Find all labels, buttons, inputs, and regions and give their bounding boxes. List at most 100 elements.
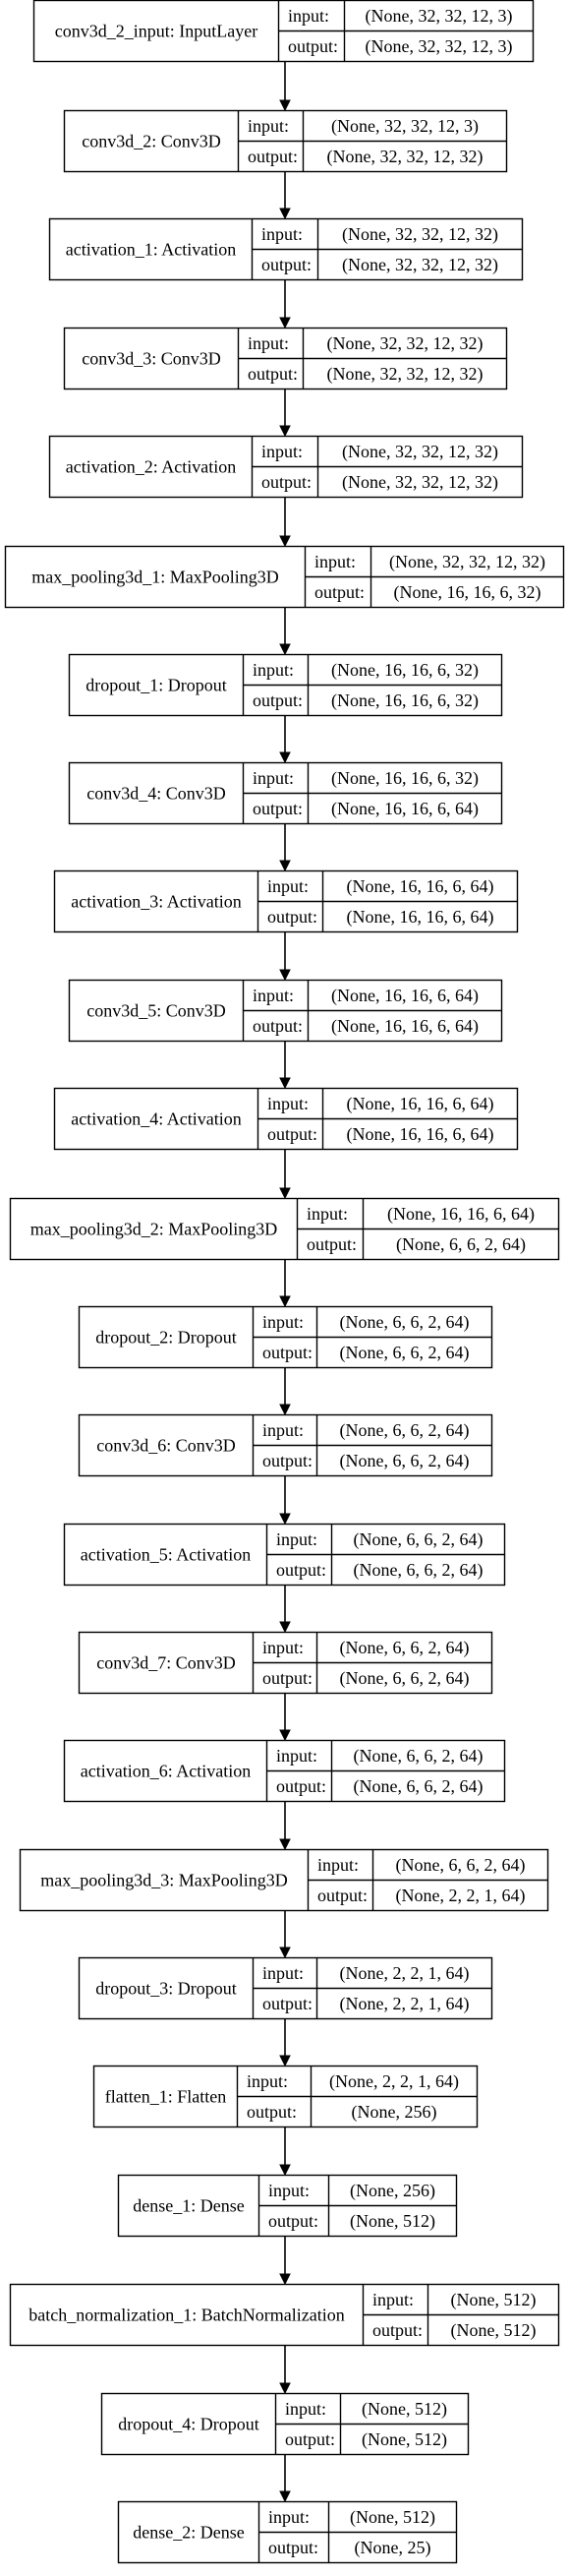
layer-name: dropout_4: Dropout — [118, 2415, 259, 2434]
layer-node: max_pooling3d_3: MaxPooling3Dinput:outpu… — [19, 1848, 549, 1912]
input-shape: (None, 6, 6, 2, 64) — [340, 1638, 470, 1658]
output-label: output: — [262, 1994, 313, 2013]
layer-node: max_pooling3d_1: MaxPooling3D input: outpu… — [4, 545, 565, 609]
layer-name: batch_normalization_1: BatchNormalizatio… — [28, 2306, 344, 2325]
input-shape: (None, 2, 2, 1, 64) — [329, 2071, 459, 2092]
arrow-head — [279, 535, 291, 548]
layer-name: conv3d_3: Conv3D — [82, 349, 221, 369]
input-label: input: — [253, 660, 294, 680]
output-label: output: — [314, 582, 365, 602]
output-shape: (None, 32, 32, 12, 32) — [342, 255, 498, 275]
layer-name: conv3d_6: Conv3D — [96, 1436, 236, 1456]
layer-name: dense_1: Dense — [133, 2196, 244, 2216]
input-shape: (None, 16, 16, 6, 32) — [331, 660, 479, 681]
input-shape: (None, 16, 16, 6, 32) — [331, 768, 479, 789]
layer-name: activation_1: Activation — [66, 240, 236, 260]
input-shape: (None, 6, 6, 2, 64) — [354, 1746, 484, 1767]
layer-name: dropout_2: Dropout — [95, 1328, 237, 1348]
input-label: input: — [253, 986, 294, 1005]
layer-name: max_pooling3d_1: MaxPooling3D — [31, 568, 279, 587]
input-shape: (None, 512) — [362, 2399, 447, 2420]
layer-node: conv3d_6: Conv3D input: output: (None, 6, 6… — [78, 1413, 493, 1477]
input-shape: (None, 6, 6, 2, 64) — [340, 1420, 470, 1441]
input-shape: (None, 16, 16, 6, 64) — [387, 1204, 535, 1225]
layer-name: conv3d_7: Conv3D — [96, 1653, 236, 1673]
output-label: output: — [262, 1451, 313, 1470]
input-label: input: — [261, 224, 303, 244]
layer-name: dense_2: Dense — [133, 2523, 244, 2543]
output-shape: (None, 16, 16, 6, 64) — [347, 1124, 494, 1145]
output-label: output: — [247, 2102, 297, 2122]
layer-box — [4, 545, 565, 609]
output-shape: (None, 6, 6, 2, 64) — [340, 1343, 470, 1363]
layer-name: dropout_1: Dropout — [85, 676, 227, 695]
layer-name: conv3d_4: Conv3D — [86, 784, 226, 804]
arrow-head — [279, 1621, 291, 1634]
layer-name: conv3d_5: Conv3D — [86, 1001, 226, 1021]
arrow-head — [279, 317, 291, 329]
arrow-head — [279, 1838, 291, 1851]
output-shape: (None, 32, 32, 12, 32) — [327, 364, 484, 385]
layer-node: batch_normalization_1: BatchNormalizatio… — [9, 2283, 560, 2347]
arrow-head — [279, 1404, 291, 1416]
input-label: input: — [262, 1638, 304, 1657]
output-shape: (None, 16, 16, 6, 64) — [347, 907, 494, 928]
layer-name: activation_3: Activation — [71, 892, 241, 912]
layer-node: activation_3: Activationinput:output:(No… — [53, 869, 519, 933]
input-shape: (None, 32, 32, 12, 32) — [327, 333, 484, 354]
output-shape: (None, 512) — [362, 2429, 447, 2450]
layer-name: activation_2: Activation — [66, 457, 236, 477]
input-label: input: — [288, 6, 329, 26]
output-shape: (None, 6, 6, 2, 64) — [396, 1234, 526, 1255]
output-label: output: — [268, 2538, 318, 2557]
output-shape: (None, 16, 16, 6, 32) — [331, 690, 479, 711]
arrow-head — [279, 2490, 291, 2503]
output-shape: (None, 32, 32, 12, 32) — [327, 147, 484, 167]
layer-name: conv3d_2: Conv3D — [82, 132, 221, 151]
arrow-head — [279, 860, 291, 872]
layer-node: conv3d_2_input: InputLayerinput:output:(… — [32, 0, 535, 63]
input-label: input: — [248, 116, 289, 136]
input-label: input: — [262, 1420, 304, 1440]
input-shape: (None, 32, 32, 12, 32) — [342, 442, 498, 462]
layer-node: activation_2: Activationinput:output:(No… — [48, 435, 524, 499]
output-label: output: — [261, 255, 312, 274]
input-label: input: — [307, 1204, 348, 1224]
layer-node: conv3d_5: Conv3D input: output: (None, 16, … — [68, 979, 503, 1043]
arrow-head — [279, 1077, 291, 1090]
layer-node: activation_1: Activation input: output: (No… — [48, 217, 524, 281]
input-shape: (None, 512) — [451, 2290, 537, 2310]
input-shape: (None, 32, 32, 12, 3) — [366, 6, 513, 27]
output-shape: (None, 16, 16, 6, 64) — [331, 1016, 479, 1037]
arrow-head — [279, 425, 291, 438]
output-label: output: — [253, 1016, 303, 1036]
output-shape: (None, 6, 6, 2, 64) — [354, 1560, 484, 1581]
input-shape: (None, 6, 6, 2, 64) — [354, 1529, 484, 1550]
output-shape: (None, 32, 32, 12, 32) — [342, 472, 498, 493]
arrow-head — [279, 99, 291, 112]
input-label: input: — [262, 1312, 304, 1332]
output-label: output: — [268, 2211, 318, 2231]
input-label: input: — [276, 1529, 317, 1549]
layer-node: activation_4: Activationinput:output:(No… — [53, 1087, 519, 1151]
input-shape: (None, 16, 16, 6, 64) — [331, 986, 479, 1006]
input-label: input: — [268, 2507, 310, 2527]
output-label: output: — [285, 2429, 335, 2449]
input-label: input: — [314, 552, 356, 571]
input-label: input: — [247, 2071, 288, 2091]
arrow-head — [279, 2164, 291, 2177]
arrow-head — [279, 2382, 291, 2395]
output-shape: (None, 6, 6, 2, 64) — [340, 1451, 470, 1471]
input-shape: (None, 512) — [350, 2507, 435, 2528]
arrow-head — [279, 2273, 291, 2286]
input-shape: (None, 6, 6, 2, 64) — [340, 1312, 470, 1333]
output-label: output: — [276, 1776, 326, 1796]
output-shape: (None, 6, 6, 2, 64) — [354, 1776, 484, 1797]
input-label: input: — [261, 442, 303, 461]
output-label: output: — [307, 1234, 357, 1254]
output-label: output: — [248, 147, 298, 166]
layer-node: activation_6: Activationinput:output:(No… — [63, 1739, 506, 1803]
